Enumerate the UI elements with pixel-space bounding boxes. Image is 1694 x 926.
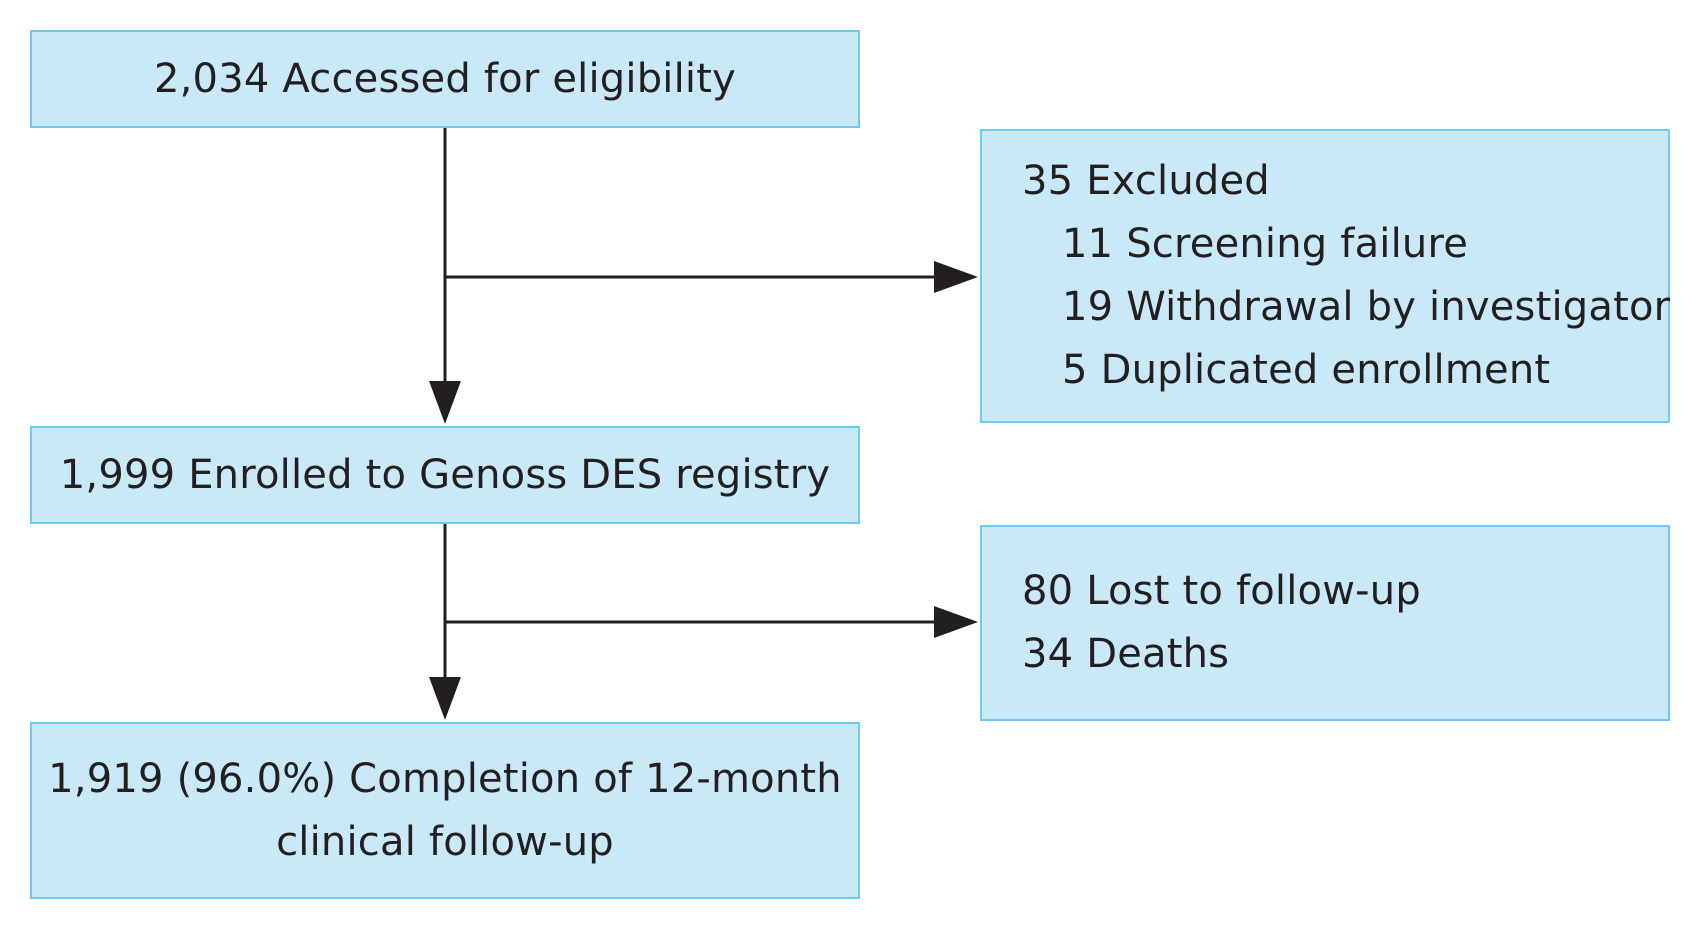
lost-box: 80 Lost to follow-up 34 Deaths — [980, 525, 1670, 721]
excluded-item-withdrawal: 19 Withdrawal by investigator — [1062, 284, 1671, 330]
excluded-item-duplicated: 5 Duplicated enrollment — [1062, 347, 1551, 393]
assessed-box: 2,034 Accessed for eligibility — [30, 30, 860, 128]
lost-item-deaths: 34 Deaths — [1022, 631, 1230, 677]
excluded-item-screening-failure: 11 Screening failure — [1062, 221, 1469, 267]
arrowhead-down-to-completion — [429, 677, 461, 720]
excluded-box: 35 Excluded 11 Screening failure 19 With… — [980, 129, 1670, 423]
arrowhead-right-to-lost — [934, 606, 978, 638]
arrowhead-down-to-enrolled — [429, 381, 461, 424]
enrolled-text: 1,999 Enrolled to Genoss DES registry — [59, 451, 831, 498]
completion-box: 1,919 (96.0%) Completion of 12-month cli… — [30, 722, 860, 899]
lost-item-follow-up: 80 Lost to follow-up — [1022, 568, 1421, 614]
assessed-text: 2,034 Accessed for eligibility — [153, 55, 736, 102]
arrowhead-right-to-excluded — [934, 261, 978, 293]
completion-line-1: 1,919 (96.0%) Completion of 12-month — [48, 755, 842, 802]
completion-line-2: clinical follow-up — [276, 818, 614, 865]
excluded-title: 35 Excluded — [1022, 158, 1270, 204]
enrolled-box: 1,999 Enrolled to Genoss DES registry — [30, 426, 860, 524]
